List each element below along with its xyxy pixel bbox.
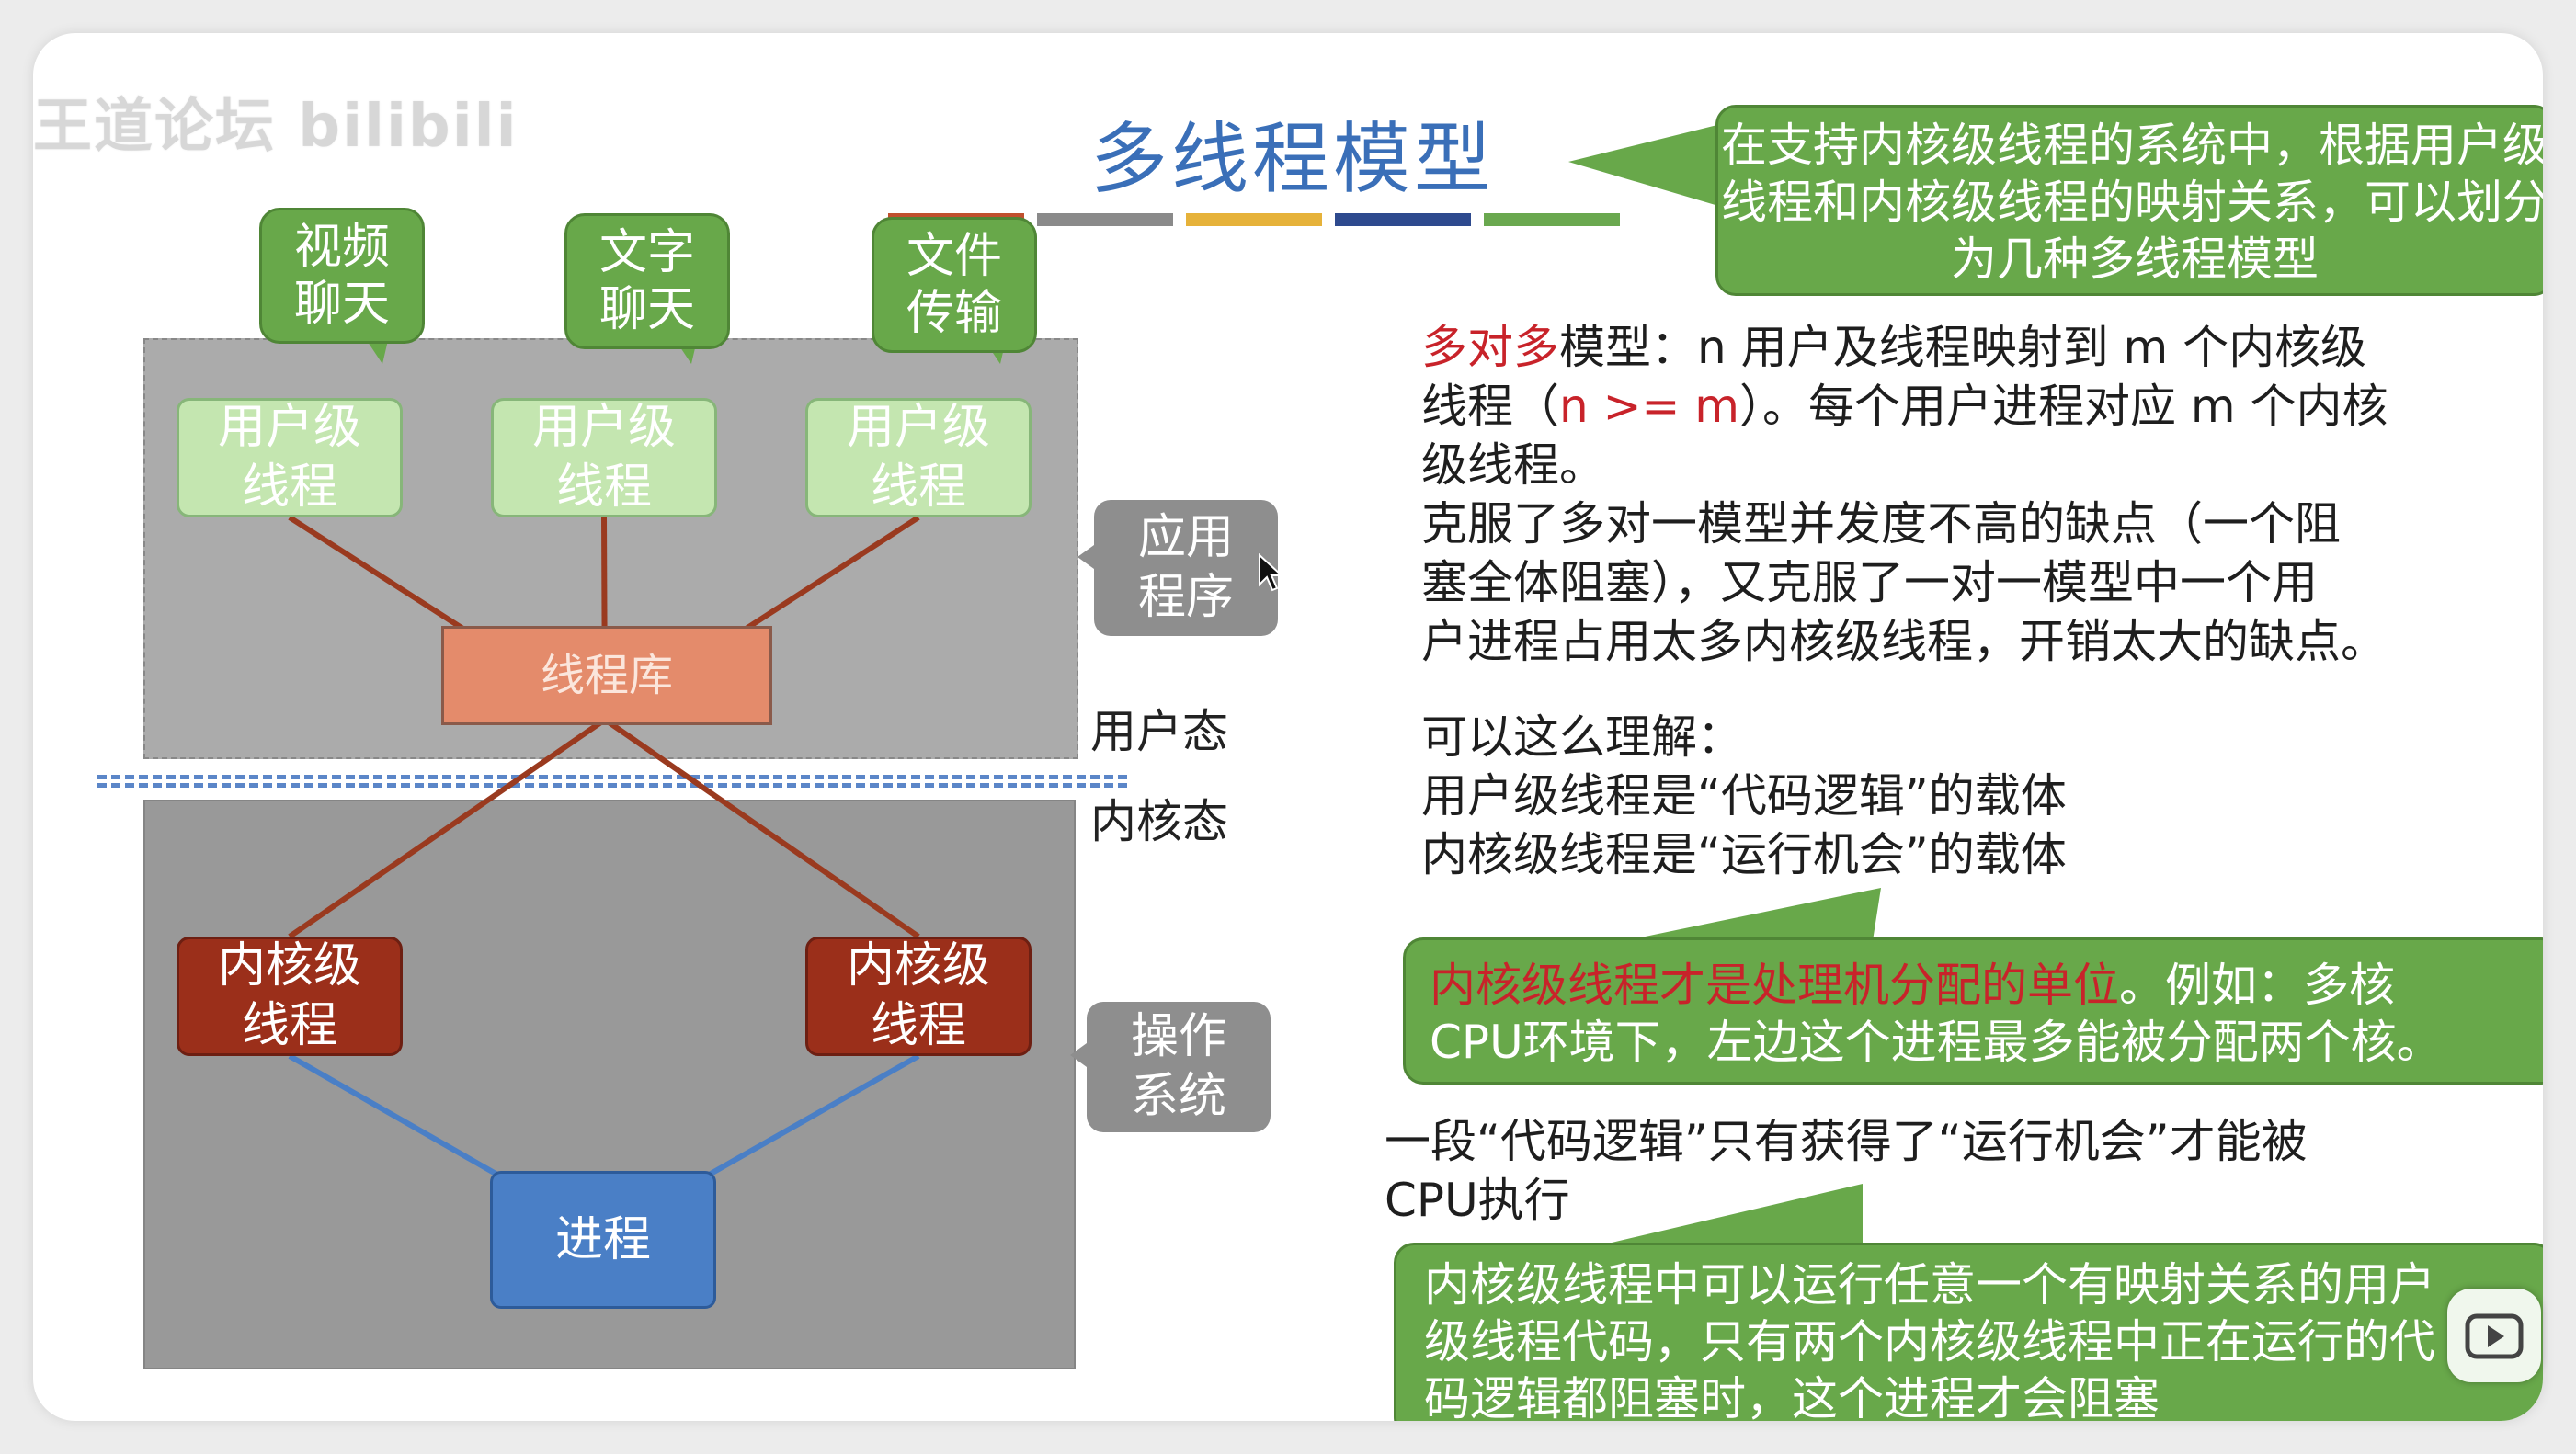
text-line: 码逻辑都阻塞时，这个进程才会阻塞 <box>1424 1372 2160 1421</box>
title-stripe <box>1335 213 1471 226</box>
intro-callout: 在支持内核级线程的系统中，根据用户级线程和内核级线程的映射关系，可以划分为几种多… <box>1715 105 2543 296</box>
kernel-thread-2: 内核级 线程 <box>805 937 1032 1056</box>
mapping-line <box>288 717 607 939</box>
model-name: 多对多 <box>1421 321 1559 374</box>
text-line: 。例如：多核 <box>2119 959 2395 1012</box>
text-line: 户进程占用太多内核级线程，开销太大的缺点。 <box>1421 615 2387 668</box>
user-mode-label: 用户态 <box>1090 705 1228 758</box>
text-line: CPU环境下，左边这个进程最多能被分配两个核。 <box>1430 1016 2443 1069</box>
user-thread-2: 用户级 线程 <box>491 398 717 517</box>
app-text-chat: 文字 聊天 <box>564 213 730 349</box>
user-thread-1: 用户级 线程 <box>177 398 403 517</box>
process-box: 进程 <box>490 1171 716 1309</box>
callout-pointer <box>1568 123 1725 208</box>
slide: 王道论坛 bilibili 多线程模型 在支持内核级线程的系统中，根据用户级线程… <box>33 33 2543 1421</box>
title-stripe <box>1037 213 1173 226</box>
watermark: 王道论坛 bilibili <box>33 93 519 161</box>
mapping-line <box>603 717 920 939</box>
intro-callout-text: 在支持内核级线程的系统中，根据用户级线程和内核级线程的映射关系，可以划分为几种多… <box>1721 119 2543 286</box>
kernel-thread-note: 内核级线程才是处理机分配的单位。例如：多核 CPU环境下，左边这个进程最多能被分… <box>1403 937 2543 1085</box>
text-line: 用户级线程是“代码逻辑”的载体 <box>1421 769 2067 823</box>
thread-library: 线程库 <box>441 626 772 725</box>
text-line: 模型：n 用户及线程映射到 m 个内核级 <box>1559 321 2367 374</box>
kernel-mode-label: 内核态 <box>1090 795 1228 848</box>
callout-pointer <box>1596 1184 1863 1246</box>
text-line: CPU执行 <box>1385 1174 1570 1227</box>
process-line <box>288 1053 531 1196</box>
text-line: ）。每个用户进程对应 m 个内核 <box>1738 380 2388 433</box>
app-program-label: 应用 程序 <box>1094 500 1278 636</box>
cursor-icon <box>1259 553 1283 592</box>
text-line: 塞全体阻塞），又克服了一对一模型中一个用 <box>1421 556 2318 609</box>
text-line: 级线程。 <box>1421 438 1605 492</box>
blocking-note: 内核级线程中可以运行任意一个有映射关系的用户 级线程代码，只有两个内核级线程中正… <box>1394 1243 2543 1421</box>
page-title: 多线程模型 <box>1090 114 1496 204</box>
app-video-chat: 视频 聊天 <box>259 208 425 344</box>
user-kernel-boundary <box>97 775 1127 788</box>
kernel-thread-1: 内核级 线程 <box>177 937 403 1056</box>
os-label: 操作 系统 <box>1087 1002 1271 1132</box>
condition-text: n >= m <box>1559 380 1739 433</box>
highlight-text: 内核级线程才是处理机分配的单位 <box>1430 959 2119 1012</box>
text-line: 级线程代码，只有两个内核级线程中正在运行的代 <box>1424 1315 2435 1369</box>
text-line: 可以这么理解： <box>1421 710 1743 764</box>
text-line: 内核级线程中可以运行任意一个有映射关系的用户 <box>1424 1258 2435 1312</box>
text-line: 线程（ <box>1421 380 1559 433</box>
callout-pointer <box>1596 888 1881 947</box>
many-to-many-description: 多对多模型：n 用户及线程映射到 m 个内核级 线程（n >= m）。每个用户进… <box>1421 318 2388 671</box>
title-stripe <box>1484 213 1620 226</box>
text-line: 内核级线程是“运行机会”的载体 <box>1421 828 2067 881</box>
text-line: 克服了多对一模型并发度不高的缺点（一个阻 <box>1421 497 2341 551</box>
play-button[interactable] <box>2447 1289 2541 1382</box>
title-stripe <box>1186 213 1322 226</box>
process-line <box>675 1053 920 1196</box>
user-thread-3: 用户级 线程 <box>805 398 1032 517</box>
play-icon <box>2465 1313 2524 1359</box>
text-line: 一段“代码逻辑”只有获得了“运行机会”才能被 <box>1385 1115 2308 1168</box>
understanding-paragraph: 可以这么理解： 用户级线程是“代码逻辑”的载体 内核级线程是“运行机会”的载体 <box>1421 708 2067 884</box>
app-file-transfer: 文件 传输 <box>872 217 1037 353</box>
code-logic-paragraph: 一段“代码逻辑”只有获得了“运行机会”才能被 CPU执行 <box>1385 1112 2308 1230</box>
